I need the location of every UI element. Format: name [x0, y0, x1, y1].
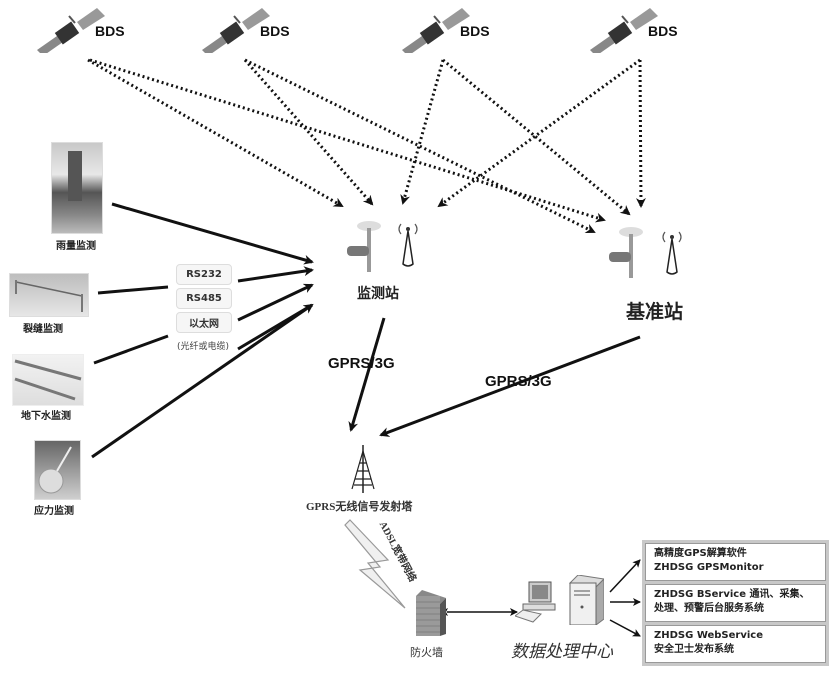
- link-iface-to-monitoring-2: [237, 283, 314, 322]
- gprs-link-label-left: GPRS/3G: [328, 355, 395, 372]
- signal-sat1-monitoring: [87, 58, 344, 208]
- signal-sat3-monitoring: [400, 59, 445, 205]
- link-iface-to-monitoring-3: [237, 303, 313, 351]
- signal-sat4-reference: [635, 59, 646, 208]
- interface-note: (光纤或电缆): [177, 342, 230, 352]
- signal-tower-icon: [351, 445, 375, 493]
- adsl-lightning-icon: [344, 519, 406, 609]
- data-center-label: 数据处理中心: [511, 642, 613, 662]
- link-dc-system-1: [609, 559, 641, 593]
- signal-sat2-reference: [244, 58, 596, 234]
- stress-sensor-label: 应力监测: [34, 506, 74, 517]
- satellite-label: BDS: [648, 23, 678, 39]
- system-box-line2: 安全卫士发布系统: [654, 644, 734, 655]
- stress-sensor-icon: [34, 440, 81, 500]
- firewall-label: 防火墙: [410, 646, 443, 659]
- signal-tower-label: GPRS无线信号发射塔: [306, 501, 413, 513]
- satellite-2: BDS: [200, 8, 310, 53]
- satellite-label: BDS: [95, 23, 125, 39]
- server-icon: [568, 575, 604, 625]
- gprs-link-label-right: GPRS/3G: [485, 373, 552, 390]
- radio-antenna-icon: [662, 231, 682, 275]
- link-monitoring-to-tower: [348, 317, 386, 432]
- satellite-label: BDS: [260, 23, 290, 39]
- satellite-icon: [37, 8, 105, 53]
- crack-meter-label: 裂缝监测: [23, 324, 63, 335]
- link-stress-to-monitoring: [91, 303, 314, 459]
- gnss-antenna-icon: [347, 221, 381, 272]
- satellite-icon: [202, 8, 270, 53]
- satellite-icon: [590, 8, 658, 53]
- radio-antenna-icon: [398, 223, 418, 267]
- satellite-4: BDS: [588, 8, 698, 53]
- system-box-webservice: ZHDSG WebService 安全卫士发布系统: [645, 625, 826, 663]
- signal-sat1-reference: [89, 58, 606, 223]
- monitoring-station-label: 监测站: [357, 286, 399, 302]
- satellite-icon: [402, 8, 470, 53]
- link-reference-to-tower: [379, 335, 641, 437]
- system-box-gpsmonitor: 高精度GPS解算软件 ZHDSG GPSMonitor: [645, 543, 826, 581]
- gnss-antenna-icon: [609, 227, 643, 278]
- signal-sat4-monitoring: [437, 58, 641, 208]
- interface-rs232: RS232: [176, 264, 232, 285]
- reference-station-label: 基准站: [626, 301, 684, 323]
- signal-sat2-monitoring: [243, 59, 374, 206]
- interface-rs485: RS485: [176, 288, 232, 309]
- satellite-3: BDS: [400, 8, 510, 53]
- link-crack-to-iface: [97, 285, 169, 295]
- rain-gauge-icon: [51, 142, 103, 234]
- reference-station: [607, 224, 697, 284]
- interface-ethernet: 以太网: [176, 312, 232, 333]
- satellite-1: BDS: [35, 8, 145, 53]
- system-box-line1: 高精度GPS解算软件: [654, 548, 747, 559]
- signal-sat3-reference: [442, 58, 631, 216]
- satellite-label: BDS: [460, 23, 490, 39]
- system-box-line2: ZHDSG GPSMonitor: [654, 562, 764, 573]
- system-box-bservice: ZHDSG BService 通讯、采集、 处理、预警后台服务系统: [645, 584, 826, 622]
- groundwater-sensor-icon: [12, 354, 84, 406]
- link-dc-system-3: [609, 619, 641, 637]
- workstation-icon: [515, 581, 556, 623]
- firewall-icon: [416, 590, 446, 636]
- crack-meter-icon: [9, 273, 89, 317]
- groundwater-sensor-label: 地下水监测: [21, 411, 71, 422]
- system-box-line2: 处理、预警后台服务系统: [654, 603, 764, 614]
- system-box-line1: ZHDSG WebService: [654, 630, 763, 641]
- monitoring-station: [340, 218, 430, 278]
- link-rain-to-monitoring: [111, 202, 314, 265]
- rain-gauge-label: 雨量监测: [56, 241, 96, 252]
- link-groundwater-to-iface: [93, 334, 169, 365]
- link-iface-to-monitoring-1: [237, 266, 314, 283]
- system-box-line1: ZHDSG BService 通讯、采集、: [654, 589, 810, 600]
